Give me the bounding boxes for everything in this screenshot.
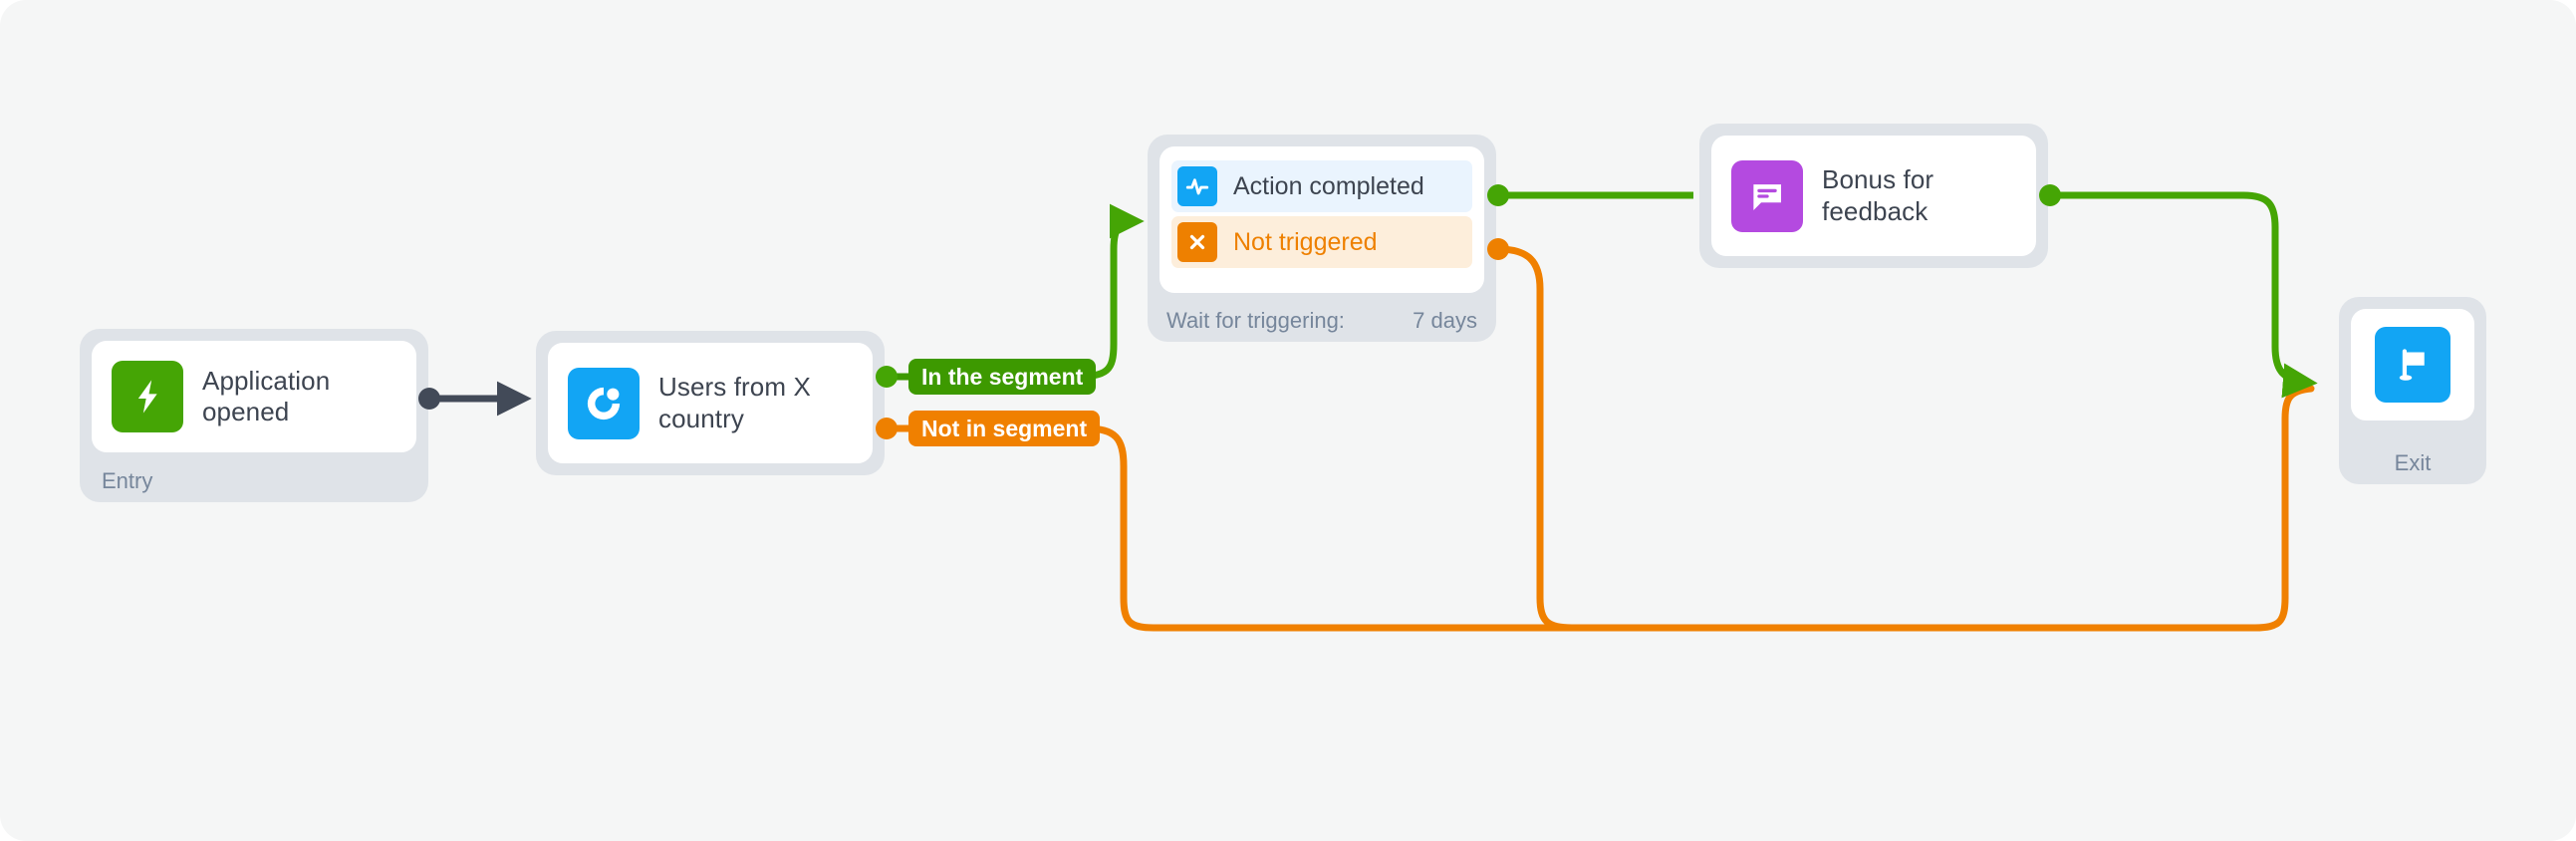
lightning-bolt-icon: [112, 361, 183, 432]
port-segment-not-in-segment[interactable]: [876, 418, 898, 439]
branch-label-not-in-segment[interactable]: Not in segment: [908, 411, 1101, 446]
node-bonus-title: Bonus for feedback: [1822, 164, 1934, 226]
node-exit-footer: Exit: [2394, 450, 2432, 475]
flag-icon: [2375, 327, 2450, 403]
action-row-completed-label: Action completed: [1233, 171, 1424, 200]
action-row-not-triggered-label: Not triggered: [1233, 227, 1378, 256]
node-exit-card[interactable]: [2351, 309, 2474, 420]
port-action-not-triggered[interactable]: [1487, 238, 1509, 260]
segment-donut-icon: [568, 367, 640, 439]
wait-for-triggering-value: 7 days: [1413, 308, 1477, 333]
port-segment-in-segment[interactable]: [876, 366, 898, 388]
node-exit[interactable]: Exit: [2339, 297, 2486, 484]
action-row-not-triggered[interactable]: Not triggered: [1171, 216, 1472, 268]
message-bubble-icon: [1731, 159, 1803, 232]
node-bonus-for-feedback[interactable]: Bonus for feedback: [1699, 124, 2048, 268]
port-bonus-output[interactable]: [2039, 184, 2061, 206]
node-segment-title: Users from X country: [658, 372, 811, 433]
node-segment-card[interactable]: Users from X country: [548, 343, 873, 463]
activity-pulse-icon: [1177, 166, 1217, 206]
node-action-card[interactable]: Action completed Not triggered: [1159, 146, 1484, 293]
close-x-icon: [1177, 222, 1217, 262]
node-segment[interactable]: Users from X country: [536, 331, 885, 475]
node-entry-title: Application opened: [202, 365, 331, 426]
port-action-completed[interactable]: [1487, 184, 1509, 206]
branch-label-in-segment[interactable]: In the segment: [908, 359, 1097, 395]
node-action-footer: Wait for triggering: 7 days: [1148, 300, 1496, 342]
node-action-completed[interactable]: Action completed Not triggered Wait for …: [1148, 135, 1496, 342]
node-entry-footer: Entry: [102, 468, 153, 493]
node-entry-card[interactable]: Application opened: [92, 341, 416, 452]
node-bonus-card[interactable]: Bonus for feedback: [1711, 136, 2036, 256]
wait-for-triggering-label: Wait for triggering:: [1166, 308, 1345, 333]
action-row-completed[interactable]: Action completed: [1171, 160, 1472, 212]
node-entry[interactable]: Application opened Entry: [80, 329, 428, 502]
port-entry-output[interactable]: [418, 388, 440, 410]
